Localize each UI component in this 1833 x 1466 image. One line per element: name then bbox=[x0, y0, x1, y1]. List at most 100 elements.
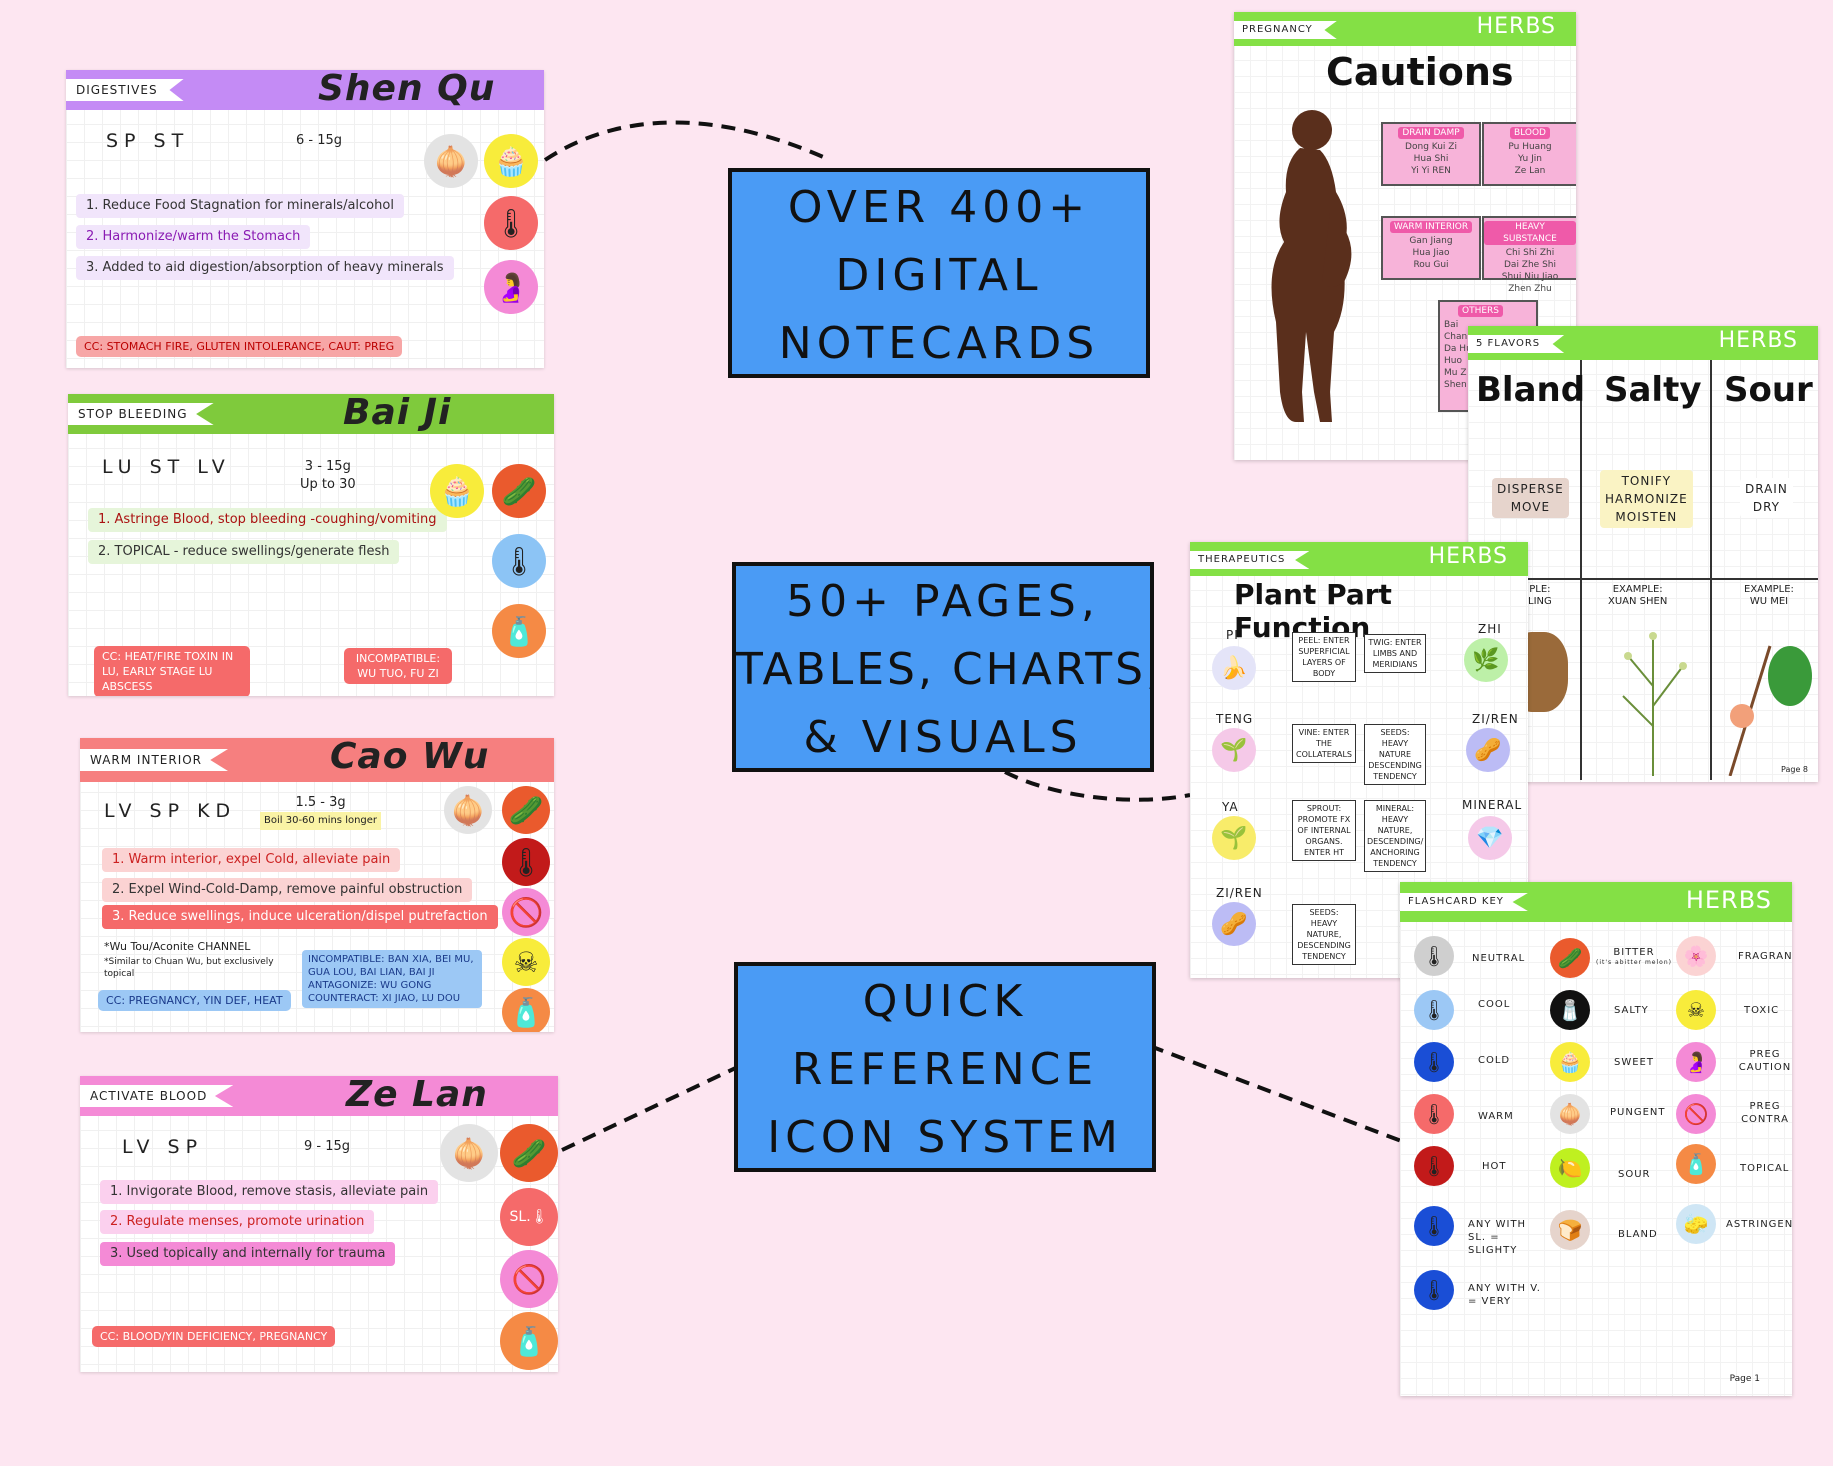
function-2: 2. Regulate menses, promote urination bbox=[100, 1210, 375, 1234]
callout-line: OVER 400+ bbox=[787, 182, 1091, 233]
thermometer-grey-icon: 🌡 bbox=[1414, 936, 1454, 976]
connector-1 bbox=[543, 120, 831, 162]
thermometer-lightblue-icon: 🌡 bbox=[1414, 990, 1454, 1030]
thermometer-warm-icon: 🌡 bbox=[484, 196, 538, 250]
thermometer-red-icon: 🌡 bbox=[1414, 1094, 1454, 1134]
caution-box-blood: BLOOD Pu Huang Yu Jin Ze Lan bbox=[1482, 122, 1576, 186]
caution-herb: Shen bbox=[1444, 380, 1467, 390]
caution-herb: Zhen Zhu bbox=[1508, 284, 1552, 294]
function-1: 1. Invigorate Blood, remove stasis, alle… bbox=[100, 1180, 439, 1204]
column-divider bbox=[1580, 360, 1582, 780]
herbs-label: HERBS bbox=[1428, 544, 1508, 569]
box-seeds-2: SEEDS: HEAVY NATURE, DESCENDING TENDENCY bbox=[1292, 904, 1356, 965]
column-divider bbox=[1710, 360, 1712, 780]
label-pi: PI bbox=[1226, 628, 1239, 642]
flavor-salty: Salty bbox=[1604, 370, 1702, 410]
skull-icon: ☠ bbox=[502, 938, 550, 986]
bitter-melon-icon: 🥒 bbox=[492, 464, 546, 518]
pregnant-icon: 🤰 bbox=[484, 260, 538, 314]
dose-max: Up to 30 bbox=[300, 477, 356, 492]
row-divider bbox=[1468, 578, 1818, 580]
key-label: HOT bbox=[1482, 1161, 1507, 1172]
caution-head: WARM INTERIOR bbox=[1389, 221, 1473, 233]
category-tag: ACTIVATE BLOOD bbox=[80, 1085, 234, 1107]
sponge-icon: 🧽 bbox=[1676, 1204, 1716, 1244]
box-sprout: SPROUT: PROMOTE FX OF INTERNAL ORGANS. E… bbox=[1292, 800, 1356, 861]
slightly-label: SL. bbox=[509, 1209, 531, 1225]
function-3: 3. Reduce swellings, induce ulceration/d… bbox=[102, 905, 498, 929]
dose: 6 - 15g bbox=[296, 133, 343, 148]
bitter-melon-icon: 🥒 bbox=[502, 786, 550, 834]
sour-description: DRAIN DRY bbox=[1740, 478, 1793, 518]
caution-herb: Hua Jiao bbox=[1412, 248, 1450, 258]
herb-name: Ze Lan bbox=[346, 1076, 488, 1115]
banana-peel-icon: 🍌 bbox=[1212, 646, 1256, 690]
herbs-label: HERBS bbox=[1718, 328, 1798, 353]
category-tag: 5 FLAVORS bbox=[1468, 335, 1565, 353]
caution-herb: Mu Z bbox=[1444, 368, 1467, 378]
pregnant-crossed-icon: 🚫 bbox=[500, 1250, 558, 1308]
note-channel: *Wu Tou/Aconite CHANNEL bbox=[104, 940, 251, 953]
ointment-icon: 🧴 bbox=[500, 1312, 558, 1370]
flower-icon: 🌸 bbox=[1676, 936, 1716, 976]
label-teng: TENG bbox=[1216, 712, 1254, 726]
box-twig: TWIG: ENTER LIMBS AND MERIDIANS bbox=[1364, 634, 1426, 673]
salty-description: TONIFY HARMONIZE MOISTEN bbox=[1600, 470, 1693, 528]
thermometer-darkred-icon: 🌡 bbox=[1414, 1146, 1454, 1186]
category-tag: DIGESTIVES bbox=[66, 79, 184, 101]
plant-illustration-sour bbox=[1720, 626, 1816, 777]
callout-digital-notecards: OVER 400+ DIGITAL NOTECARDS bbox=[728, 168, 1150, 378]
function-1: 1. Astringe Blood, stop bleeding -coughi… bbox=[88, 508, 447, 532]
label-zi-ren: ZI/REN bbox=[1472, 712, 1519, 726]
contraindication: CC: HEAT/FIRE TOXIN IN LU, EARLY STAGE L… bbox=[94, 646, 250, 696]
category-tag: PREGNANCY bbox=[1234, 21, 1337, 39]
skull-icon: ☠ bbox=[1676, 990, 1716, 1030]
incompatible: INCOMPATIBLE: BAN XIA, BEI MU, GUA LOU, … bbox=[308, 954, 474, 978]
caution-herb: Dai Zhe Shi bbox=[1504, 260, 1556, 270]
flavor-bland: Bland bbox=[1476, 370, 1586, 410]
incompatibility-box: INCOMPATIBLE: BAN XIA, BEI MU, GUA LOU, … bbox=[302, 950, 482, 1008]
function-2: 2. Harmonize/warm the Stomach bbox=[76, 225, 311, 249]
key-label-text: BITTER bbox=[1613, 947, 1655, 958]
caution-herb: Pu Huang bbox=[1508, 142, 1552, 152]
caution-head: OTHERS bbox=[1458, 305, 1504, 317]
herbs-label: HERBS bbox=[1685, 886, 1772, 914]
cupcake-icon: 🧁 bbox=[1550, 1042, 1590, 1082]
contraindication: CC: PREGNANCY, YIN DEF, HEAT bbox=[98, 990, 291, 1011]
twig-icon: 🌿 bbox=[1464, 638, 1508, 682]
connector-3 bbox=[561, 1062, 745, 1152]
key-label: COOL bbox=[1478, 999, 1511, 1010]
herbs-label: HERBS bbox=[1476, 14, 1556, 39]
callout-line: 50+ PAGES, bbox=[786, 576, 1100, 627]
dose: 3 - 15g Up to 30 bbox=[300, 458, 356, 494]
caution-herb: Dong Kui Zi bbox=[1405, 142, 1457, 152]
plant-illustration-salty bbox=[1608, 626, 1698, 776]
example-label: EXAMPLE: WU MEI bbox=[1744, 584, 1794, 608]
caution-herb: Bai bbox=[1444, 320, 1459, 330]
page-title: Cautions bbox=[1326, 50, 1514, 94]
key-label: SALTY bbox=[1614, 1005, 1649, 1016]
key-label: WARM bbox=[1478, 1111, 1514, 1122]
flavor-sour: Sour bbox=[1724, 370, 1813, 410]
caution-herb: Gan Jiang bbox=[1409, 236, 1453, 246]
vine-icon: 🌱 bbox=[1212, 728, 1256, 772]
example-herb: WU MEI bbox=[1749, 596, 1789, 607]
function-3: 3. Added to aid digestion/absorption of … bbox=[76, 256, 454, 280]
key-label: COLD bbox=[1478, 1055, 1511, 1066]
caution-head: BLOOD bbox=[1510, 127, 1550, 139]
key-label: PREG CONTRA bbox=[1741, 1101, 1789, 1125]
label-ya: YA bbox=[1222, 800, 1239, 814]
mineral-icon: 💎 bbox=[1468, 816, 1512, 860]
caution-herb: Yi Yi REN bbox=[1411, 166, 1451, 176]
notecard-ze-lan: ACTIVATE BLOOD Ze Lan LV SP 9 - 15g 1. I… bbox=[80, 1076, 558, 1372]
function-1: 1. Warm interior, expel Cold, alleviate … bbox=[102, 848, 401, 872]
key-label: NEUTRAL bbox=[1472, 953, 1526, 964]
cupcake-icon: 🧁 bbox=[484, 134, 538, 188]
flavor-action: DRY bbox=[1752, 500, 1780, 514]
flavor-action: HARMONIZE bbox=[1605, 492, 1688, 506]
callout-line: TABLES, CHARTS, bbox=[736, 644, 1154, 695]
key-label: PREG CAUTION bbox=[1738, 1049, 1792, 1073]
pregnant-icon: 🤰 bbox=[1676, 1042, 1716, 1082]
counteract: COUNTERACT: XI JIAO, LU DOU bbox=[308, 993, 461, 1004]
